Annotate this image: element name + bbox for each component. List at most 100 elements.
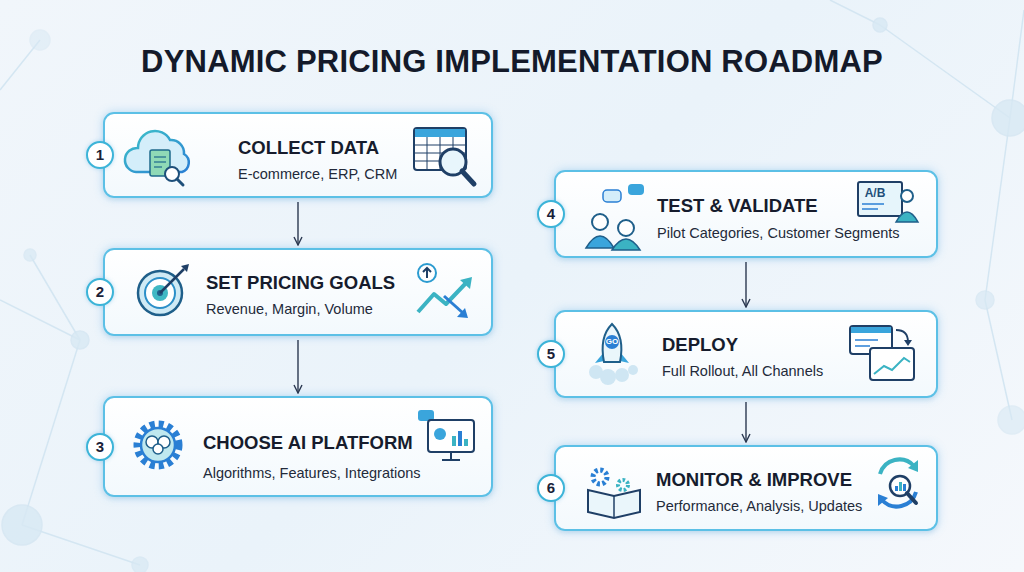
dashboard-icon-part [442, 459, 460, 461]
cloud-data-icon-part [177, 179, 183, 185]
cloud-data-icon-part [154, 161, 166, 162]
channels-icon [850, 326, 914, 380]
people-icon-part [592, 214, 608, 230]
step-description: Revenue, Margin, Volume [206, 299, 395, 319]
dashboard-icon-part [434, 428, 446, 440]
ai-gear-icon-part [158, 436, 170, 448]
network-decoration-part [24, 249, 36, 261]
ab-test-board-icon-part [896, 212, 918, 222]
ai-gear-icon [137, 424, 179, 466]
step-text-group: COLLECT DATAE-commerce, ERP, CRM [238, 136, 397, 184]
book-gears-icon [588, 470, 640, 518]
step-description: Pilot Categories, Customer Segments [657, 223, 900, 243]
network-decoration-part [1010, 10, 1024, 118]
channels-icon-part [855, 345, 870, 347]
network-decoration-part [998, 406, 1024, 434]
channels-icon-part [904, 340, 912, 346]
rocket-icon-part [603, 324, 622, 362]
channels-icon-part [874, 358, 910, 374]
target-icon-part [181, 264, 189, 272]
spreadsheet-icon-part [415, 161, 465, 162]
book-gears-icon-part [618, 480, 628, 490]
step-text-group: DEPLOYFull Rollout, All Channels [662, 333, 823, 381]
channels-icon-part [850, 326, 892, 354]
target-icon-part [160, 269, 184, 293]
spreadsheet-icon-part [462, 171, 474, 184]
dashboard-icon-part [458, 431, 462, 446]
improve-cycle-icon-part [878, 494, 888, 506]
network-decoration-part [71, 331, 89, 349]
rocket-icon-part [620, 352, 629, 363]
trend-icon-part [423, 268, 431, 272]
spreadsheet-icon-part [453, 137, 454, 169]
rocket-icon-part [628, 365, 638, 375]
process-box: DEPLOYFull Rollout, All Channels5 [554, 310, 938, 398]
step-text-group: MONITOR & IMPROVEPerformance, Analysis, … [656, 468, 862, 516]
people-icon-part [628, 184, 644, 195]
network-decoration-part [880, 25, 1010, 118]
step-description: E-commerce, ERP, CRM [238, 164, 397, 184]
cloud-data-icon-part [125, 131, 189, 172]
network-decoration-part [22, 525, 140, 565]
spreadsheet-icon-part [427, 137, 428, 169]
step-number: 1 [96, 147, 104, 163]
trend-icon-part [418, 264, 436, 282]
step-number-circle: 1 [86, 141, 114, 169]
rocket-icon-part [595, 352, 604, 363]
flow-arrow [745, 262, 746, 307]
people-icon-part [612, 239, 640, 250]
channels-icon-part [851, 327, 891, 333]
trend-icon-part [444, 296, 463, 313]
flow-arrow [745, 402, 746, 442]
ai-gear-icon-part [141, 428, 175, 462]
trend-icon-part [426, 268, 428, 278]
network-decoration-part [873, 18, 887, 32]
improve-cycle-icon-part [890, 476, 910, 496]
step-number-circle: 4 [537, 200, 565, 228]
step-number: 6 [547, 480, 555, 496]
spreadsheet-icon-part [414, 128, 466, 170]
trend-icon-part [418, 283, 466, 312]
ab-test-board-icon-part [862, 203, 884, 205]
step-title: TEST & VALIDATE [657, 194, 900, 218]
rocket-icon [589, 324, 638, 385]
dashboard-icon-part [464, 439, 468, 446]
book-gears-icon-part [613, 496, 615, 518]
improve-cycle-icon [878, 459, 918, 506]
rocket-icon-part [589, 365, 603, 379]
people-icon-part [586, 236, 614, 248]
network-decoration-part [22, 340, 80, 525]
cloud-data-icon [125, 131, 189, 185]
process-box: COLLECT DATAE-commerce, ERP, CRM1 [103, 112, 493, 198]
people-icon [586, 184, 644, 250]
ab-test-board-icon-part [901, 190, 913, 202]
target-icon-part [138, 271, 182, 315]
rocket-icon-part [600, 369, 616, 385]
dashboard-icon-part [418, 410, 434, 421]
spreadsheet-icon-part [415, 153, 465, 154]
flow-arrow [297, 202, 298, 245]
step-text-group: CHOOSE AI PLATFORMAlgorithms, Features, … [203, 431, 421, 483]
step-number-circle: 5 [537, 340, 565, 368]
improve-cycle-icon-part [908, 460, 918, 472]
trend-icon [418, 264, 472, 318]
target-icon [138, 264, 189, 315]
process-box: TEST & VALIDATE Pilot Categories, Custome… [554, 170, 938, 258]
rocket-icon-part [615, 368, 629, 382]
network-decoration-part [985, 300, 1012, 420]
people-icon-part [603, 190, 621, 202]
ab-test-board-icon-part [862, 208, 878, 210]
cloud-data-icon-part [154, 156, 166, 157]
rocket-icon-part [605, 335, 619, 349]
ab-test-board-icon [858, 182, 918, 222]
ai-gear-icon-part [146, 436, 158, 448]
step-title: DEPLOY [662, 333, 823, 357]
step-number-circle: 3 [86, 433, 114, 461]
dashboard-icon [418, 410, 474, 460]
network-decoration-part [830, 0, 880, 25]
step-number: 5 [547, 346, 555, 362]
spreadsheet-icon-part [415, 129, 465, 137]
step-title: MONITOR & IMPROVE [656, 468, 862, 492]
step-number-circle: 2 [86, 278, 114, 306]
spreadsheet-icon-part [415, 145, 465, 146]
